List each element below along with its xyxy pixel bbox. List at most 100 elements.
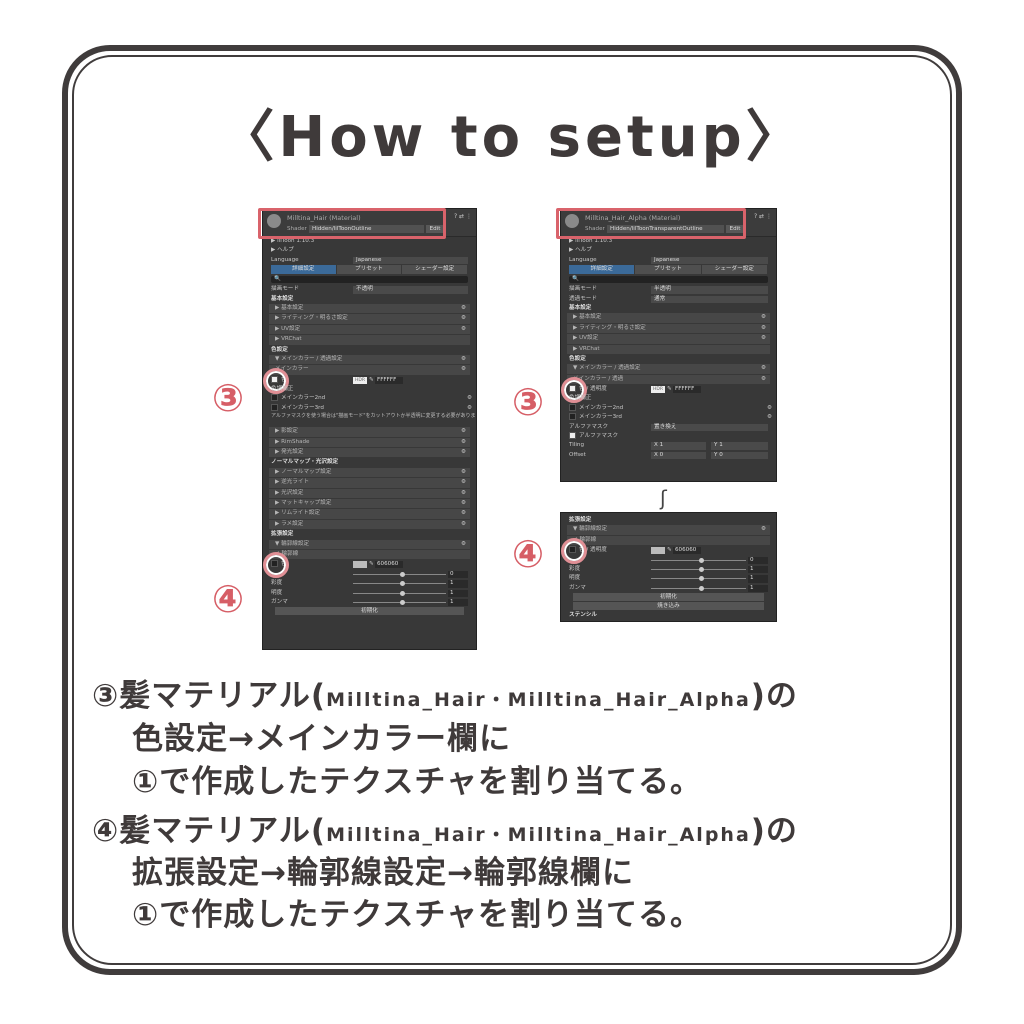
gear-icon[interactable]: ⚙ bbox=[766, 404, 772, 411]
slider[interactable] bbox=[651, 566, 746, 572]
hex-value-field[interactable]: 606060 bbox=[375, 561, 403, 569]
foldout-section[interactable]: ▶ ライティング・明るさ設定⚙ bbox=[269, 314, 470, 324]
tab-2[interactable]: シェーダー設定 bbox=[402, 265, 468, 275]
color-swatch[interactable]: HDR bbox=[353, 376, 367, 384]
hex-value-field[interactable]: FFFFFF bbox=[673, 386, 701, 394]
gear-icon[interactable]: ⚙ bbox=[460, 315, 466, 322]
tab-1[interactable]: プリセット bbox=[336, 265, 402, 275]
y-field[interactable]: Y 1 bbox=[711, 442, 768, 450]
foldout-section[interactable]: メインカラー / 透過⚙ bbox=[567, 374, 770, 385]
edit-button[interactable]: Edit bbox=[426, 225, 444, 233]
gear-icon[interactable]: ⚙ bbox=[460, 479, 466, 486]
tab-1[interactable]: プリセット bbox=[635, 265, 701, 275]
slider-value[interactable]: 1 bbox=[448, 589, 468, 597]
gear-icon[interactable]: ⚙ bbox=[460, 428, 466, 435]
eyedropper-icon[interactable]: ✎ bbox=[667, 547, 672, 554]
gear-icon[interactable]: ⚙ bbox=[460, 540, 466, 547]
header-menu-icons[interactable]: ? ⇄ ⋮ bbox=[753, 213, 772, 220]
dropdown[interactable]: 置き換え bbox=[651, 423, 768, 432]
slider[interactable] bbox=[353, 599, 446, 605]
foldout-section[interactable]: ▶ ライティング・明るさ設定⚙ bbox=[567, 323, 770, 334]
foldout-section[interactable]: ▶ 発光設定⚙ bbox=[269, 448, 470, 458]
gear-icon[interactable]: ⚙ bbox=[466, 395, 472, 402]
slider-knob[interactable] bbox=[399, 590, 405, 596]
shader-dropdown[interactable]: Hidden/lilToonOutline bbox=[309, 225, 424, 233]
slider[interactable] bbox=[353, 590, 446, 596]
slider-value[interactable]: 0 bbox=[448, 570, 468, 579]
foldout-section[interactable]: ✔ 輪郭線 bbox=[269, 549, 470, 560]
slider-knob[interactable] bbox=[698, 576, 704, 582]
foldout-section[interactable]: ▶ UV設定⚙ bbox=[567, 334, 770, 344]
dropdown[interactable]: 半透明 bbox=[651, 286, 768, 294]
color-swatch[interactable] bbox=[353, 561, 367, 569]
dropdown[interactable]: 通常 bbox=[651, 295, 768, 303]
初期化-button[interactable]: 初期化 bbox=[275, 607, 464, 616]
foldout-section[interactable]: ▶ 光沢設定⚙ bbox=[269, 488, 470, 498]
foldout-section[interactable]: ▼ 輪郭線設定⚙ bbox=[269, 539, 470, 549]
slider-value[interactable]: 1 bbox=[748, 565, 768, 574]
gear-icon[interactable]: ⚙ bbox=[460, 438, 466, 445]
property-row[interactable]: メインカラー2nd⚙ bbox=[561, 403, 776, 413]
gear-icon[interactable]: ⚙ bbox=[766, 414, 772, 421]
焼き込み-button[interactable]: 焼き込み bbox=[573, 602, 764, 611]
slider-knob[interactable] bbox=[399, 571, 405, 577]
foldout-section[interactable]: ▶ リムライト設定⚙ bbox=[269, 509, 470, 519]
tab-2[interactable]: シェーダー設定 bbox=[701, 265, 767, 275]
slider-knob[interactable] bbox=[698, 585, 704, 591]
foldout-section[interactable]: ▶ マットキャップ設定⚙ bbox=[269, 498, 470, 509]
slider-value[interactable]: 0 bbox=[748, 556, 768, 564]
slider-value[interactable]: 1 bbox=[448, 598, 468, 607]
shader-dropdown[interactable]: Hidden/lilToonTransparentOutline bbox=[607, 225, 724, 233]
x-field[interactable]: X 0 bbox=[651, 451, 706, 460]
tab-0[interactable]: 詳細設定 bbox=[569, 265, 635, 275]
property-row[interactable]: アルファマスク bbox=[561, 432, 776, 441]
foldout-section[interactable]: ▶ 基本設定⚙ bbox=[269, 303, 470, 314]
property-row[interactable]: メインカラー2nd⚙ bbox=[263, 394, 476, 403]
foldout-section[interactable]: ▼ 輪郭線設定⚙ bbox=[567, 525, 770, 535]
初期化-button[interactable]: 初期化 bbox=[573, 593, 764, 602]
edit-button[interactable]: Edit bbox=[726, 225, 744, 233]
gear-icon[interactable]: ⚙ bbox=[460, 499, 466, 506]
foldout-section[interactable]: ▶ VRChat bbox=[269, 335, 470, 345]
hex-value-field[interactable]: 606060 bbox=[673, 547, 701, 555]
property-row[interactable]: メインカラー3rd⚙ bbox=[561, 413, 776, 422]
gear-icon[interactable]: ⚙ bbox=[760, 526, 766, 533]
search-input[interactable]: 🔍 bbox=[569, 276, 768, 284]
x-field[interactable]: X 1 bbox=[651, 442, 706, 450]
gear-icon[interactable]: ⚙ bbox=[460, 325, 466, 332]
foldout-section[interactable]: ▶ RimShade⚙ bbox=[269, 437, 470, 448]
slider[interactable] bbox=[651, 585, 746, 591]
slider-value[interactable]: 1 bbox=[748, 584, 768, 593]
gear-icon[interactable]: ⚙ bbox=[460, 366, 466, 373]
gear-icon[interactable]: ⚙ bbox=[760, 365, 766, 372]
color-swatch[interactable]: HDR bbox=[651, 386, 665, 394]
dropdown[interactable]: 不透明 bbox=[353, 286, 468, 294]
gear-icon[interactable]: ⚙ bbox=[760, 314, 766, 321]
foldout-section[interactable]: ▶ UV設定⚙ bbox=[269, 324, 470, 335]
checkbox[interactable] bbox=[569, 403, 576, 411]
gear-icon[interactable]: ⚙ bbox=[460, 449, 466, 456]
header-menu-icons[interactable]: ? ⇄ ⋮ bbox=[453, 213, 472, 220]
gear-icon[interactable]: ⚙ bbox=[460, 468, 466, 475]
slider[interactable] bbox=[353, 571, 446, 577]
eyedropper-icon[interactable]: ✎ bbox=[667, 386, 672, 393]
property-row[interactable]: メインカラー3rd⚙ bbox=[263, 403, 476, 413]
checkbox[interactable] bbox=[271, 394, 278, 402]
foldout-section[interactable]: ✔ 輪郭線 bbox=[567, 535, 770, 546]
search-input[interactable]: 🔍 bbox=[271, 276, 468, 284]
dropdown[interactable]: Japanese bbox=[651, 256, 768, 265]
gear-icon[interactable]: ⚙ bbox=[760, 335, 766, 342]
foldout-section[interactable]: ▶ 逆光ライト⚙ bbox=[269, 478, 470, 488]
slider[interactable] bbox=[353, 581, 446, 587]
checkbox[interactable] bbox=[271, 403, 278, 411]
slider[interactable] bbox=[651, 576, 746, 582]
slider-knob[interactable] bbox=[698, 566, 704, 572]
gear-icon[interactable]: ⚙ bbox=[460, 520, 466, 527]
gear-icon[interactable]: ⚙ bbox=[466, 404, 472, 411]
foldout-section[interactable]: ▼ メインカラー / 透過設定⚙ bbox=[269, 354, 470, 365]
eyedropper-icon[interactable]: ✎ bbox=[369, 376, 374, 383]
slider-knob[interactable] bbox=[399, 581, 405, 587]
color-swatch[interactable] bbox=[651, 547, 665, 555]
foldout-section[interactable]: ▼ メインカラー / 透過設定⚙ bbox=[567, 364, 770, 374]
foldout-section[interactable]: ▶ ノーマルマップ設定⚙ bbox=[269, 467, 470, 478]
